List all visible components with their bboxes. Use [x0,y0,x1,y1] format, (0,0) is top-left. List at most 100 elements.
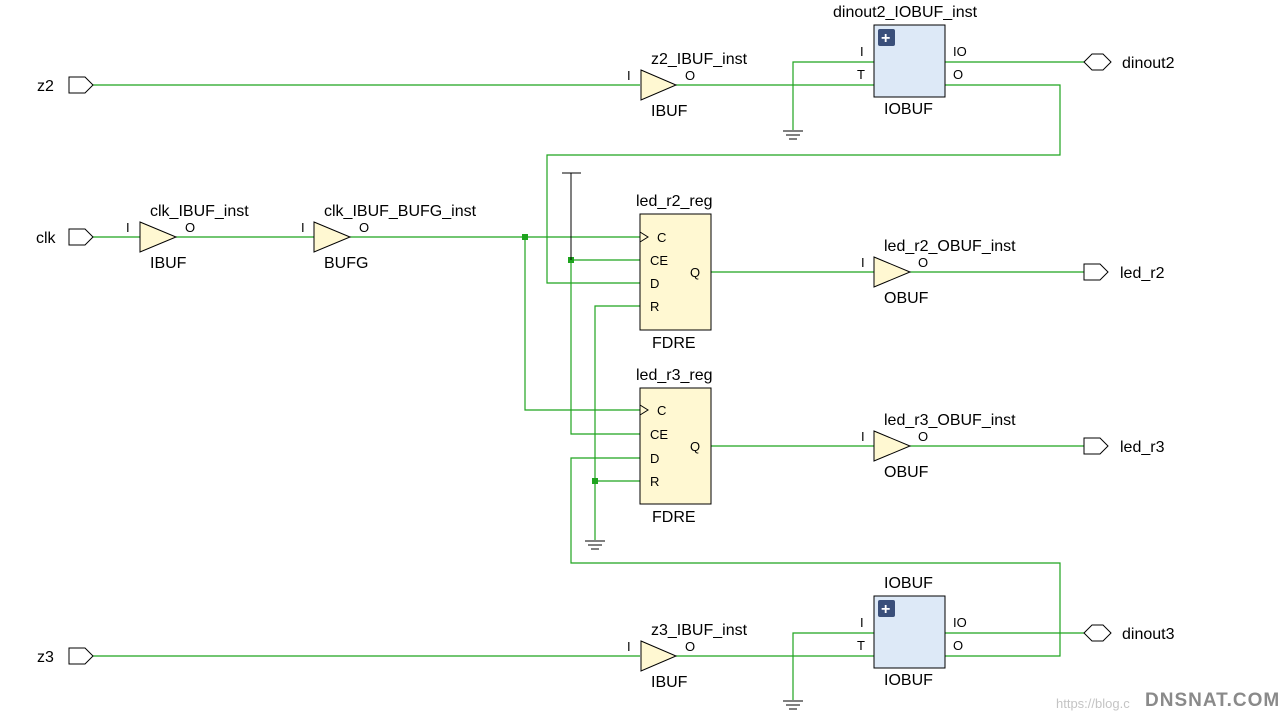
cell-led-r3-obuf[interactable]: I O led_r3_OBUF_inst OBUF [861,412,1016,481]
net-r-r2[interactable] [594,305,640,540]
port-label: clk [36,230,57,247]
cell-dinout3-iobuf[interactable]: + I T IO O IOBUF IOBUF [857,575,967,689]
net-ce-r3[interactable] [570,260,640,435]
input-ports: z2 clk z3 [36,76,94,666]
cell-type: FDRE [652,335,696,352]
junction-dot [522,234,528,240]
pin-label: I [861,429,865,444]
pin-label: I [301,220,305,235]
fdre-body [639,387,712,505]
port-led-r2[interactable]: led_r2 [1083,263,1165,282]
clock-triangle [639,231,649,243]
pin-label: I [126,220,130,235]
pin-label: D [650,451,659,466]
port-label: dinout2 [1122,55,1175,72]
pin-label: O [918,255,928,270]
pin-label: O [953,638,963,653]
expand-button[interactable]: + [878,600,895,618]
cell-name: z2_IBUF_inst [651,51,748,68]
port-label: z3 [37,649,54,666]
pin-label: O [918,429,928,444]
pin-label: T [857,638,865,653]
cell-z3-ibuf[interactable]: I O z3_IBUF_inst IBUF [627,622,748,691]
port-dinout3[interactable]: dinout3 [1083,624,1175,643]
port-label: led_r3 [1120,439,1165,456]
pin-label: O [953,67,963,82]
plus-icon [878,29,895,46]
net-dinout2-iobuf-i-gnd[interactable] [792,61,874,130]
pin-label: I [861,255,865,270]
cell-type: IOBUF [884,672,933,689]
cell-name: clk_IBUF_inst [150,203,249,220]
pin-label: IO [953,615,967,630]
power-symbols [562,130,803,710]
pin-label: I [860,615,864,630]
pin-label: T [857,67,865,82]
pin-label: I [860,44,864,59]
cell-type: IBUF [651,103,688,120]
expand-button-label: + [881,601,890,618]
cell-type: OBUF [884,290,929,307]
buffer-triangle [313,221,352,253]
pin-label: O [685,639,695,654]
cell-name: z3_IBUF_inst [651,622,748,639]
wires [93,61,1084,700]
net-dinout3-iobuf-i-gnd[interactable] [792,632,874,700]
cell-name: led_r2_OBUF_inst [884,238,1016,255]
port-dinout2[interactable]: dinout2 [1083,53,1175,72]
net-dinout3-o[interactable] [570,457,1061,657]
cell-clk-bufg[interactable]: I O clk_IBUF_BUFG_inst BUFG [301,203,477,272]
cell-name: led_r2_reg [636,193,713,210]
buffer-triangle [873,256,912,288]
cell-dinout2-iobuf[interactable]: + I T IO O dinout2_IOBUF_inst IOBUF [833,4,978,118]
pin-label: O [685,68,695,83]
port-z3[interactable]: z3 [37,647,94,666]
cell-name: IOBUF [884,575,933,592]
fdre-body [639,213,712,331]
expand-button-label: + [881,30,890,47]
junction-dot [592,478,598,484]
pin-label: I [627,639,631,654]
pin-label: C [657,230,666,245]
net-dinout2-o[interactable] [546,84,1061,284]
port-z2[interactable]: z2 [37,76,94,95]
cell-name: clk_IBUF_BUFG_inst [324,203,477,220]
port-led-r3[interactable]: led_r3 [1083,437,1165,456]
expand-button[interactable]: + [878,29,895,47]
pin-label: R [650,299,659,314]
ground-symbol [585,540,605,550]
cell-type: IBUF [150,255,187,272]
pin-label: O [185,220,195,235]
ground-symbol [783,700,803,710]
cell-led-r2-reg[interactable]: C CE D R Q led_r2_reg FDRE [636,193,713,352]
pin-label: IO [953,44,967,59]
plus-icon [878,600,895,617]
buffer-triangle [640,640,678,672]
pin-label: Q [690,439,700,454]
pin-label: C [657,403,666,418]
net-clk-to-r3[interactable] [524,237,640,411]
ground-symbol [783,130,803,140]
cell-name: led_r3_reg [636,367,713,384]
pin-label: I [627,68,631,83]
cell-name: led_r3_OBUF_inst [884,412,1016,429]
cell-led-r3-reg[interactable]: C CE D R Q led_r3_reg FDRE [636,367,713,526]
cell-z2-ibuf[interactable]: I O z2_IBUF_inst IBUF [627,51,748,120]
cell-led-r2-obuf[interactable]: I O led_r2_OBUF_inst OBUF [861,238,1016,307]
cell-type: IOBUF [884,101,933,118]
pin-label: D [650,276,659,291]
cell-type: BUFG [324,255,368,272]
cell-type: FDRE [652,509,696,526]
port-label: z2 [37,78,54,95]
watermark: https://blog.c DNSNAT.COM [1056,690,1279,711]
port-clk[interactable]: clk [36,228,94,247]
watermark-url: https://blog.c [1056,696,1130,711]
cell-clk-ibuf[interactable]: I O clk_IBUF_inst IBUF [126,203,249,272]
buffer-triangle [640,69,678,101]
pin-label: CE [650,427,668,442]
pin-label: R [650,474,659,489]
clock-triangle [639,404,649,416]
cell-name: dinout2_IOBUF_inst [833,4,978,21]
cell-type: OBUF [884,464,929,481]
